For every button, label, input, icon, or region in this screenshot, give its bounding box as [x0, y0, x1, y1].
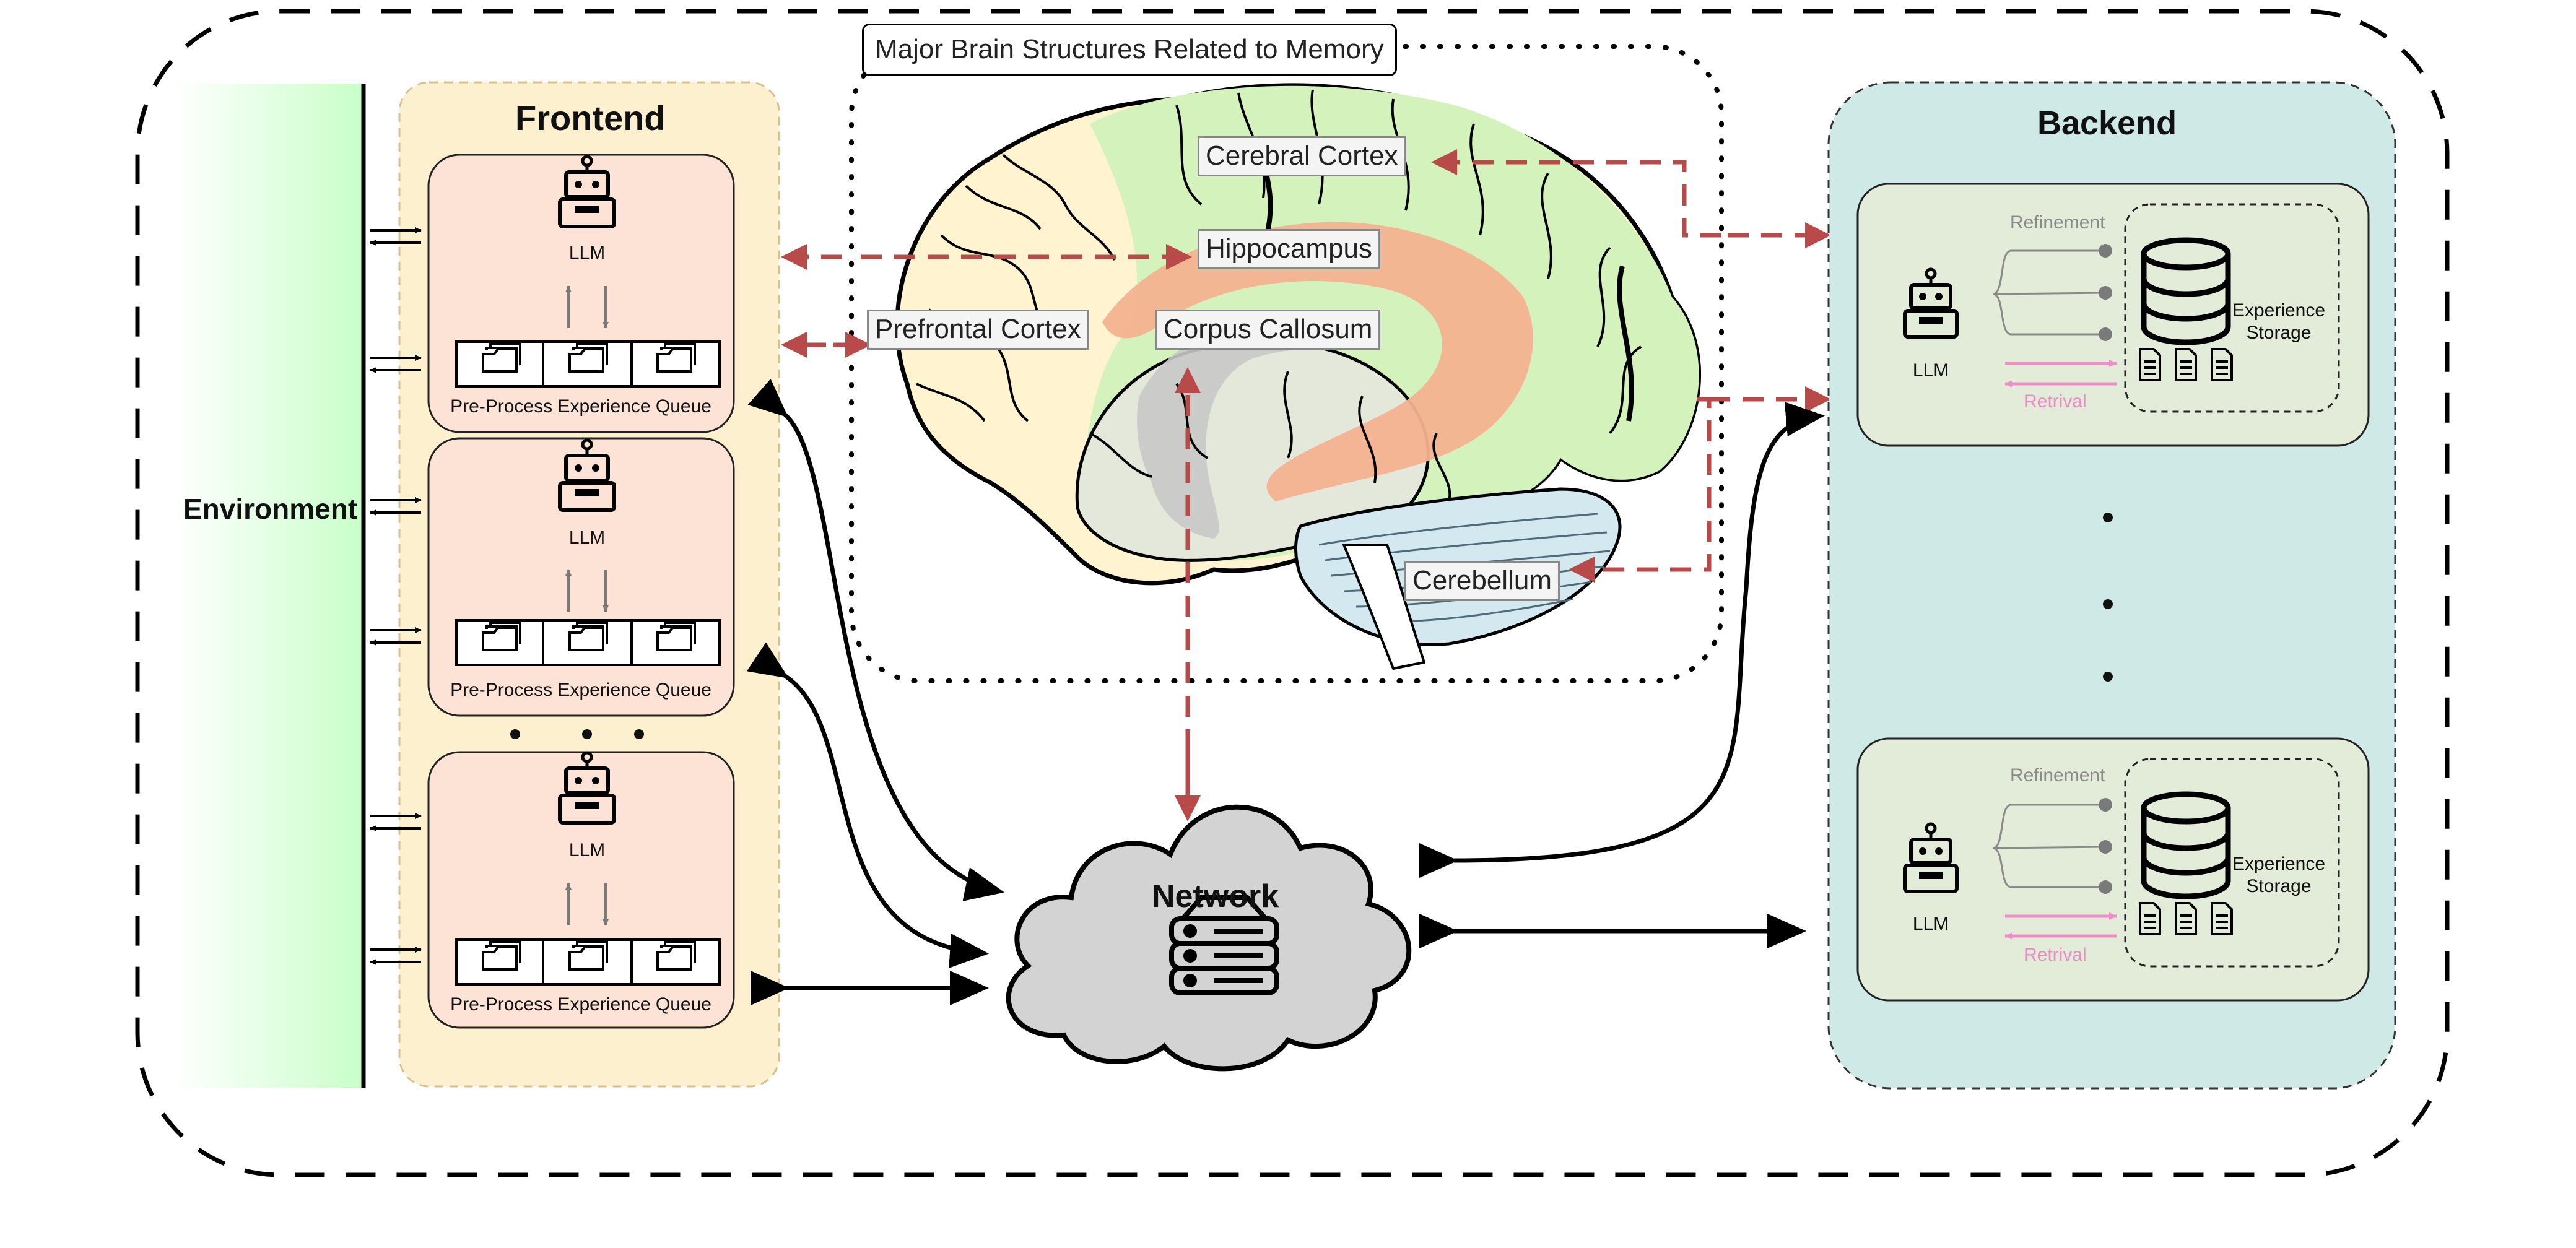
- backend-unit-box-1: [1856, 183, 2370, 447]
- database-icon: [2141, 791, 2231, 899]
- backend-unit-box-2: [1856, 737, 2370, 1002]
- llm-label: LLM: [568, 840, 606, 860]
- environment-panel: [175, 84, 363, 1088]
- label-cerebral-cortex: Cerebral Cortex: [1198, 136, 1406, 176]
- ellipsis-dot: [510, 729, 520, 739]
- frontend-title: Frontend: [515, 98, 666, 137]
- queue-label: Pre-Process Experience Queue: [450, 994, 711, 1015]
- folder-icon: [482, 343, 696, 971]
- label-cerebellum: Cerebellum: [1404, 561, 1560, 601]
- brain-title: Major Brain Structures Related to Memory: [862, 24, 1397, 76]
- storage-label: Experience Storage: [2232, 854, 2326, 896]
- network-cloud: [1006, 804, 1412, 1072]
- refinement-label: Refinement: [2010, 765, 2105, 786]
- refinement-branches: [1992, 249, 2106, 888]
- backend-title: Backend: [2037, 105, 2177, 142]
- frontend-network-arrows: [746, 378, 1004, 1005]
- server-icon: [1169, 895, 1279, 995]
- robot-icon: [1903, 267, 1959, 339]
- refinement-label: Refinement: [2010, 212, 2105, 233]
- refinement-nodes: [2099, 244, 2112, 894]
- robot-icon: [1903, 822, 1959, 893]
- robot-icon: [558, 751, 616, 825]
- llm-label: LLM: [1912, 360, 1949, 381]
- environment-label: Environment: [183, 493, 358, 525]
- retrival-label: Retrival: [2024, 945, 2087, 965]
- agent-internal-arrows: [565, 285, 609, 926]
- retrival-label: Retrival: [2024, 391, 2087, 412]
- label-prefrontal-cortex: Prefrontal Cortex: [867, 310, 1089, 350]
- document-icon: [2139, 348, 2233, 935]
- llm-label: LLM: [568, 527, 606, 548]
- ellipsis-dot: [582, 729, 592, 739]
- ellipsis-dot: [2103, 672, 2113, 682]
- ellipsis-dot: [2103, 513, 2113, 522]
- llm-label: LLM: [1912, 914, 1949, 934]
- database-icon: [2141, 237, 2231, 345]
- environment-frontend-arrows: [370, 227, 422, 965]
- robot-icon: [558, 438, 616, 512]
- retrival-arrows: [2004, 360, 2117, 940]
- llm-label: LLM: [568, 243, 606, 263]
- network-backend-arrows: [1419, 402, 1825, 948]
- queue-label: Pre-Process Experience Queue: [450, 680, 711, 700]
- robot-icon: [558, 155, 616, 228]
- network-label: Network: [1152, 878, 1279, 914]
- ellipsis-dot: [2103, 599, 2113, 609]
- ellipsis-dot: [634, 729, 644, 739]
- storage-frame-1: [2124, 203, 2340, 413]
- queue-label: Pre-Process Experience Queue: [450, 396, 711, 417]
- storage-label: Experience Storage: [2232, 300, 2326, 343]
- storage-frame-2: [2124, 758, 2340, 968]
- label-corpus-callosum: Corpus Callosum: [1155, 310, 1381, 350]
- label-hippocampus: Hippocampus: [1198, 229, 1381, 269]
